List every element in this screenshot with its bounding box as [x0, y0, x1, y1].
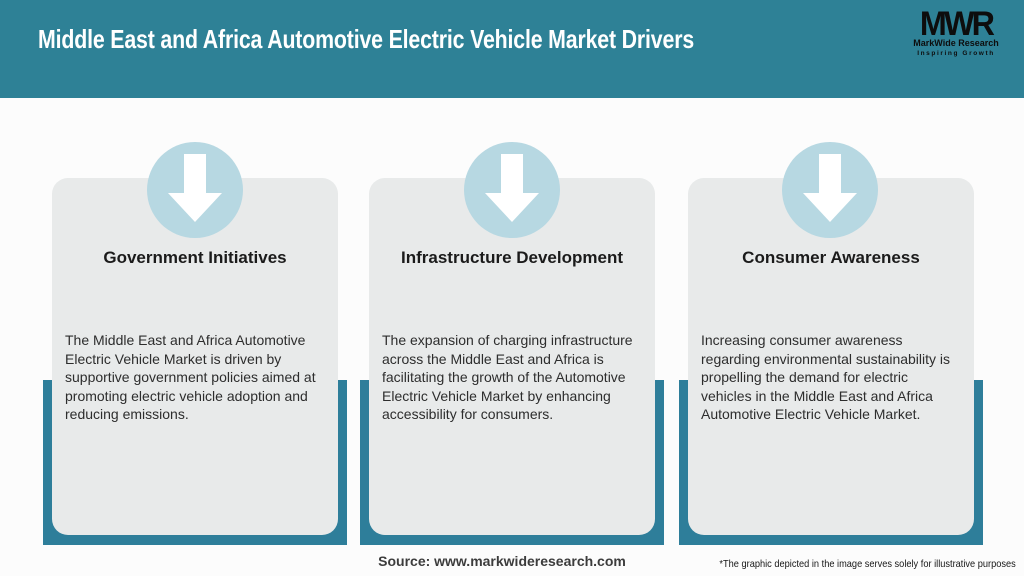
- card-title: Infrastructure Development: [401, 248, 623, 267]
- card-title: Consumer Awareness: [742, 248, 920, 267]
- source-text: Source: www.markwideresearch.com: [378, 553, 626, 569]
- header-banner: Middle East and Africa Automotive Electr…: [0, 0, 1024, 98]
- card-description: The Middle East and Africa Automotive El…: [65, 332, 316, 422]
- page-title: Middle East and Africa Automotive Electr…: [38, 24, 695, 54]
- driver-card-government-initiatives: Government Initiatives The Middle East a…: [52, 178, 338, 535]
- logo-name: MarkWide Research: [913, 38, 999, 48]
- down-arrow-icon: [782, 142, 878, 238]
- card-description: The expansion of charging infrastructure…: [382, 332, 633, 422]
- logo-acronym: MWR: [919, 5, 995, 43]
- card-title: Government Initiatives: [103, 248, 287, 267]
- down-arrow-icon: [464, 142, 560, 238]
- logo-tagline: Inspiring Growth: [917, 50, 995, 57]
- markwide-research-logo: MWR MarkWide Research Inspiring Growth: [906, 5, 1006, 57]
- card-description: Increasing consumer awareness regarding …: [701, 332, 951, 422]
- down-arrow-icon: [147, 142, 243, 238]
- disclaimer-text: *The graphic depicted in the image serve…: [719, 558, 1016, 570]
